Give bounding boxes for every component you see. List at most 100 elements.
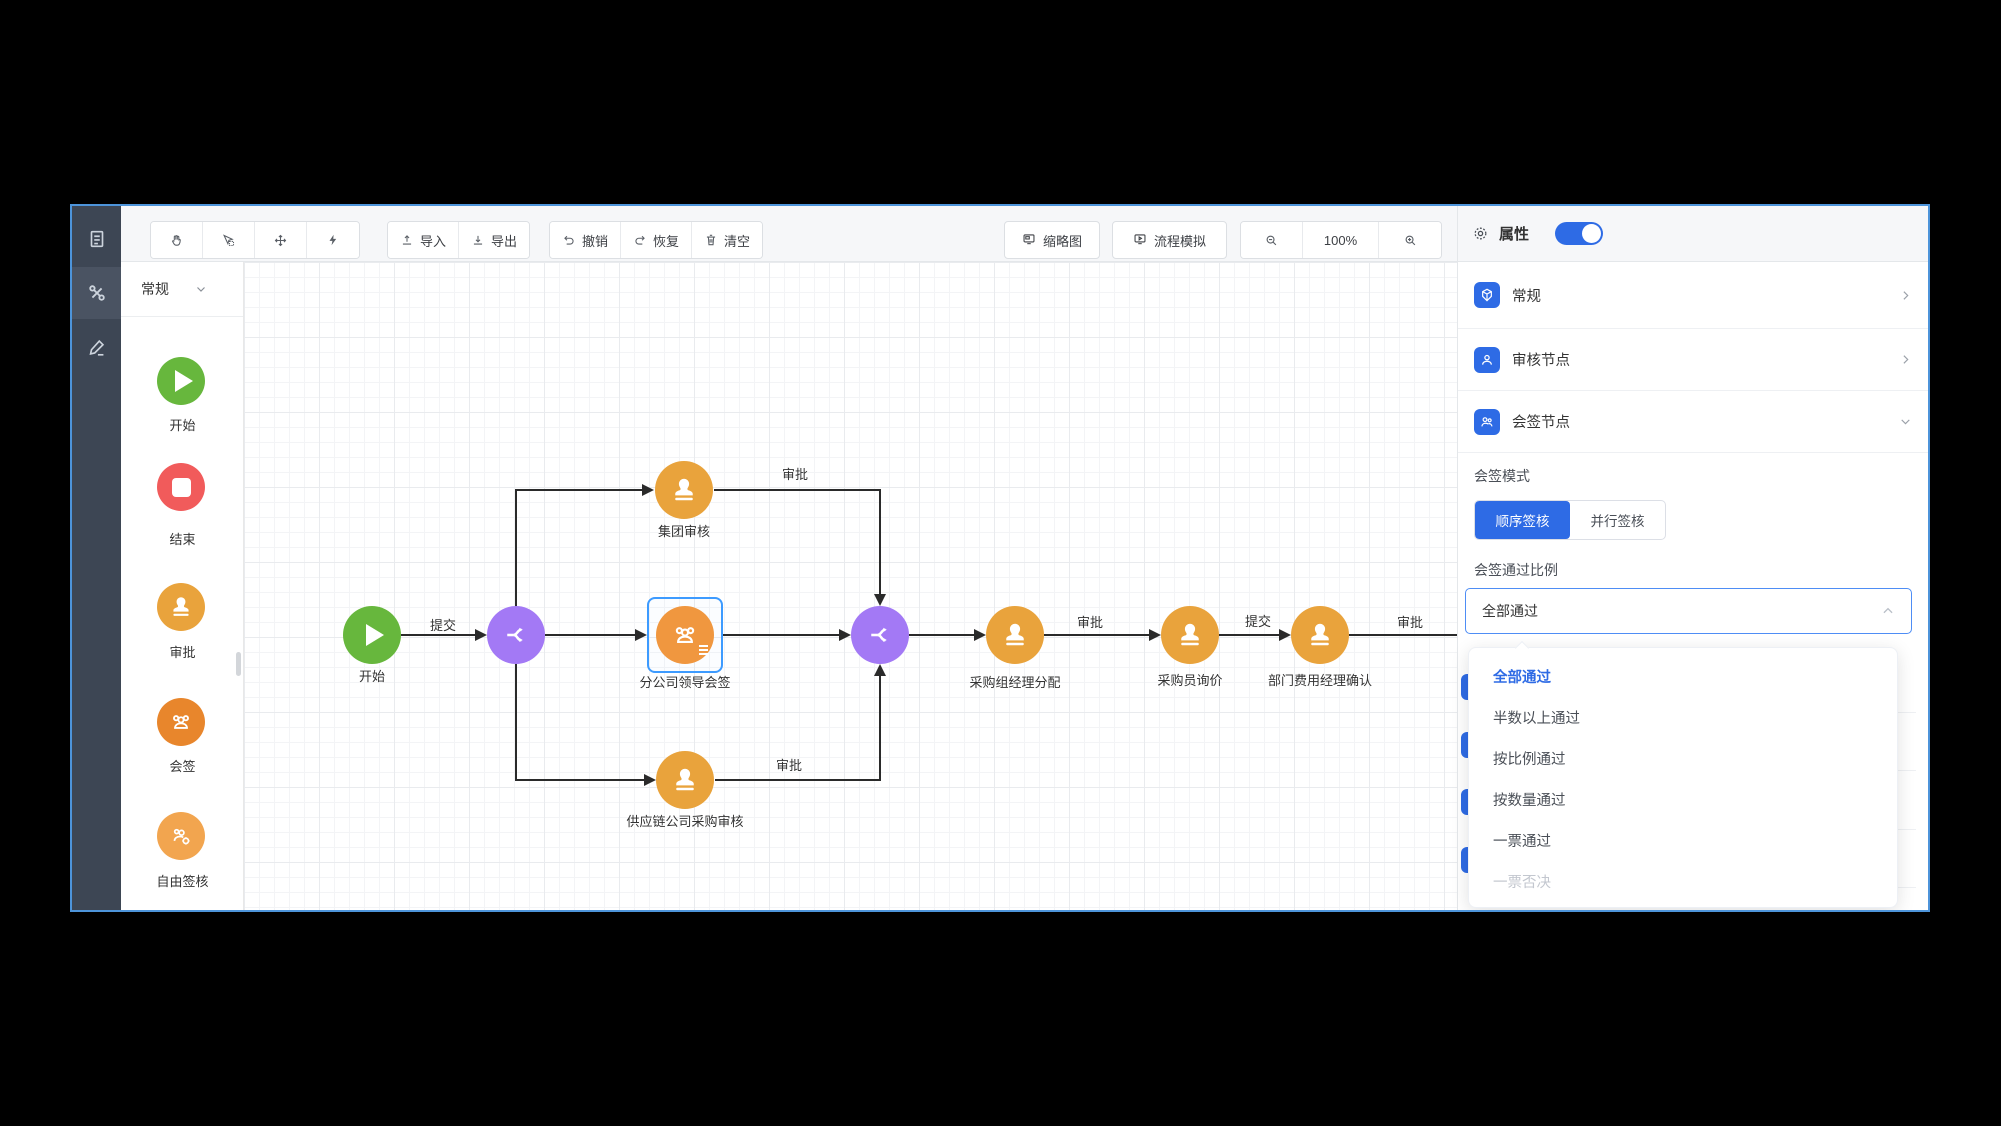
node-palette: 常规 开始 结束 审批 会签 自由签核 xyxy=(121,262,244,910)
chevron-right-icon xyxy=(1899,289,1912,302)
edge-group-review-down[interactable] xyxy=(879,489,881,594)
zoom-in-button[interactable] xyxy=(1379,222,1441,258)
branch-icon xyxy=(871,627,887,642)
edge-label: 审批 xyxy=(775,758,803,773)
mode-parallel-button[interactable]: 并行签核 xyxy=(1590,514,1645,529)
lightning-icon xyxy=(326,233,340,247)
download-icon xyxy=(471,233,485,247)
branch-icon xyxy=(507,627,523,642)
clear-button[interactable]: 清空 xyxy=(692,222,763,258)
row-divider xyxy=(1898,712,1916,713)
select-cursor-icon xyxy=(221,233,236,248)
edge-dept-out[interactable] xyxy=(1349,634,1457,636)
edge-split-down[interactable] xyxy=(515,664,517,780)
redo-button[interactable]: 恢复 xyxy=(621,222,693,258)
redo-icon xyxy=(633,233,647,247)
flow-canvas[interactable]: 提交 审批 审批 审批 提交 审批 开始 集团审核 分公司领导会签 供应链公司采… xyxy=(244,262,1457,910)
palette-category-select[interactable]: 常规 xyxy=(121,262,243,317)
edge-countersign-merge[interactable] xyxy=(723,634,839,636)
edge-split-up[interactable] xyxy=(515,490,517,607)
palette-approval-node[interactable] xyxy=(157,583,205,631)
palette-free-sign-node[interactable] xyxy=(157,812,205,860)
trash-icon xyxy=(704,233,718,247)
document-icon[interactable] xyxy=(72,217,121,261)
option-by-count-pass[interactable]: 按数量通过 xyxy=(1493,793,1566,809)
option-by-ratio-pass[interactable]: 按比例通过 xyxy=(1493,752,1566,768)
edge-buyer-dept[interactable] xyxy=(1219,634,1279,636)
person-icon xyxy=(1474,346,1500,373)
pass-ratio-select[interactable]: 全部通过 xyxy=(1465,588,1912,634)
option-one-vote-pass[interactable]: 一票通过 xyxy=(1493,834,1551,850)
node-merge-gateway[interactable] xyxy=(851,606,909,664)
node-start[interactable] xyxy=(343,606,401,664)
simulate-label: 流程模拟 xyxy=(1153,233,1206,249)
node-purchase-group-manager-assign[interactable] xyxy=(986,606,1044,664)
node-split-gateway[interactable] xyxy=(487,606,545,664)
node-supply-chain-review[interactable] xyxy=(656,751,714,809)
edge-supply-review-up[interactable] xyxy=(879,676,881,780)
toolbar: 导入 导出 撤销 恢复 清空 缩略图 流程模拟 100% xyxy=(121,206,1457,262)
palette-category-label: 常规 xyxy=(141,281,169,297)
palette-end-node[interactable] xyxy=(157,463,205,511)
flow-link-icon[interactable] xyxy=(72,271,121,315)
workflow-designer-window: 导入 导出 撤销 恢复 清空 缩略图 流程模拟 100% 常规 开始 xyxy=(70,204,1930,912)
import-button[interactable]: 导入 xyxy=(388,222,460,258)
edge-to-supply-review[interactable] xyxy=(515,779,644,781)
stamp-icon xyxy=(1311,623,1329,646)
pencil-icon[interactable] xyxy=(72,325,121,369)
zoom-out-icon xyxy=(1264,233,1279,248)
undo-label: 撤销 xyxy=(582,233,609,249)
edge-start-split[interactable] xyxy=(401,634,475,636)
section-general[interactable]: 常规 xyxy=(1458,262,1928,329)
node-group-review[interactable] xyxy=(655,461,713,519)
edge-assign-buyer[interactable] xyxy=(1044,634,1149,636)
toggle-knob xyxy=(1582,224,1601,243)
left-rail xyxy=(72,206,121,910)
edge-label: 审批 xyxy=(1396,615,1424,630)
countersign-mode-segmented: 顺序签核 并行签核 xyxy=(1474,500,1666,540)
edge-split-middle[interactable] xyxy=(545,634,635,636)
export-button[interactable]: 导出 xyxy=(459,222,530,258)
section-countersign-node[interactable]: 会签节点 xyxy=(1458,391,1928,453)
chevron-right-icon xyxy=(1899,353,1912,366)
zoom-out-button[interactable] xyxy=(1241,222,1303,258)
palette-free-sign-label: 自由签核 xyxy=(156,874,209,889)
edge-merge-assign[interactable] xyxy=(909,634,974,636)
minimap-button[interactable]: 缩略图 xyxy=(1004,221,1100,259)
properties-toggle[interactable] xyxy=(1555,222,1603,245)
edge-group-review-out[interactable] xyxy=(714,489,881,491)
undo-button[interactable]: 撤销 xyxy=(550,222,622,258)
palette-scrollbar[interactable] xyxy=(236,652,241,676)
palette-countersign-node[interactable] xyxy=(157,698,205,746)
group-icon xyxy=(675,627,695,643)
select-tool-button[interactable] xyxy=(203,222,255,258)
node-branch-leader-countersign[interactable] xyxy=(656,606,714,664)
palette-start-node[interactable] xyxy=(157,357,205,405)
mode-sequential-button[interactable]: 顺序签核 xyxy=(1475,501,1570,539)
simulate-button[interactable]: 流程模拟 xyxy=(1112,221,1227,259)
row-divider xyxy=(1898,887,1916,888)
stamp-icon xyxy=(675,478,693,501)
stamp-icon xyxy=(676,768,694,791)
option-all-pass[interactable]: 全部通过 xyxy=(1493,670,1551,686)
node-buyer-inquiry[interactable] xyxy=(1161,606,1219,664)
edge-supply-review-out[interactable] xyxy=(715,779,881,781)
node-menu-icon[interactable] xyxy=(699,645,708,655)
clear-label: 清空 xyxy=(724,233,751,249)
option-majority-pass[interactable]: 半数以上通过 xyxy=(1493,711,1580,727)
quick-connect-button[interactable] xyxy=(307,222,359,258)
move-tool-button[interactable] xyxy=(255,222,307,258)
countersign-mode-label: 会签模式 xyxy=(1474,468,1530,484)
option-one-vote-veto: 一票否决 xyxy=(1493,875,1551,891)
edit-group: 撤销 恢复 清空 xyxy=(549,221,764,259)
group-gear-icon xyxy=(173,828,190,845)
hand-tool-button[interactable] xyxy=(151,222,203,258)
edge-to-group-review[interactable] xyxy=(515,489,642,491)
dropdown-notch xyxy=(1514,640,1530,656)
section-review-node[interactable]: 审核节点 xyxy=(1458,329,1928,391)
arrowhead xyxy=(874,594,886,606)
group-icon xyxy=(173,715,189,729)
node-dept-expense-manager-confirm[interactable] xyxy=(1291,606,1349,664)
selection-box[interactable] xyxy=(647,597,723,673)
stop-icon xyxy=(171,477,191,497)
